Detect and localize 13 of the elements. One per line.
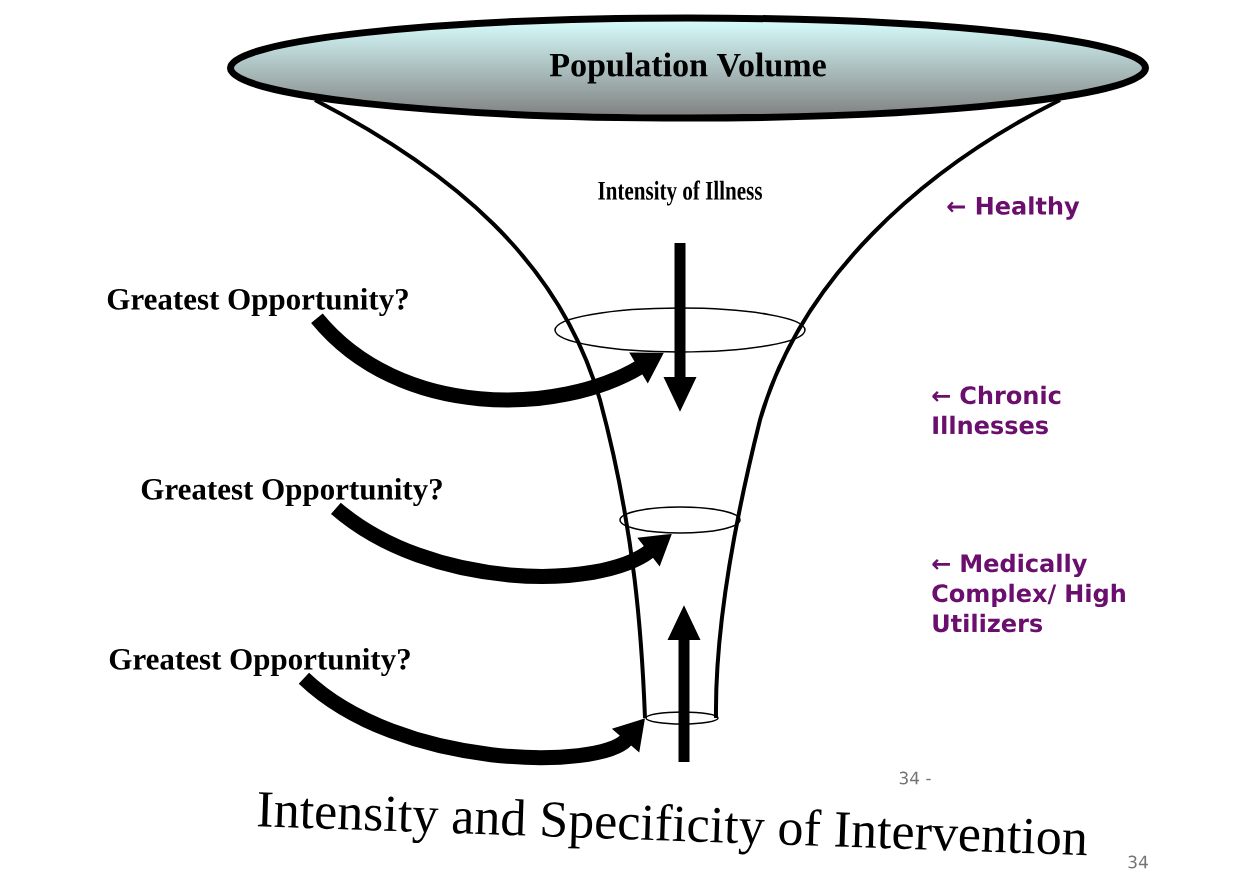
illness-label: Intensity of Illness	[598, 180, 762, 206]
ring-ellipse	[554, 307, 806, 353]
ring-ellipse	[645, 711, 719, 725]
ring-ellipse	[619, 506, 741, 534]
level-label: ← Chronic Illnesses	[932, 385, 1061, 435]
page-number: 34 -	[899, 771, 931, 785]
opportunity-text: Greatest Opportunity?	[107, 287, 408, 317]
level-label: ← Medically Complex/ High Utilizers	[932, 553, 1125, 633]
page-number: 34	[1128, 855, 1148, 869]
opportunity-text: Greatest Opportunity?	[141, 477, 442, 507]
intervention-label: Intensity and Specificity of Intervention	[257, 792, 1087, 856]
level-label: ← Healthy	[947, 196, 1080, 220]
opportunity-text: Greatest Opportunity?	[109, 647, 410, 677]
